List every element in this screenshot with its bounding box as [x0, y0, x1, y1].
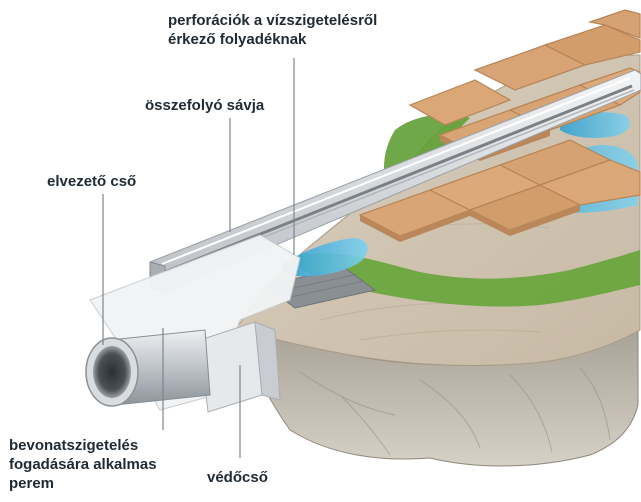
label-protective-pipe: védőcső: [207, 469, 268, 486]
label-flange-line1: bevonatszigetelés: [9, 437, 139, 454]
label-perforations-line2: érkező folyadéknak: [168, 31, 307, 48]
label-flange-line2: fogadására alkalmas: [9, 456, 157, 473]
label-flange-line3: perem: [9, 475, 55, 492]
protective-sleeve: [199, 321, 281, 413]
water-pool-front: [281, 238, 368, 277]
label-channel: összefolyó sávja: [145, 97, 265, 114]
concrete-texture: [299, 367, 611, 456]
label-perforations-line1: perforációk a vízszigetelésről: [168, 12, 378, 29]
label-flange: bevonatszigetelés fogadására alkalmas pe…: [9, 436, 157, 493]
leader-lines: [102, 58, 295, 458]
label-perforations: perforációk a vízszigetelésről érkező fo…: [168, 11, 377, 49]
waterproofing-membrane: [300, 250, 640, 307]
label-drain-pipe: elvezető cső: [47, 173, 137, 190]
outlet-pipe: [85, 329, 211, 407]
